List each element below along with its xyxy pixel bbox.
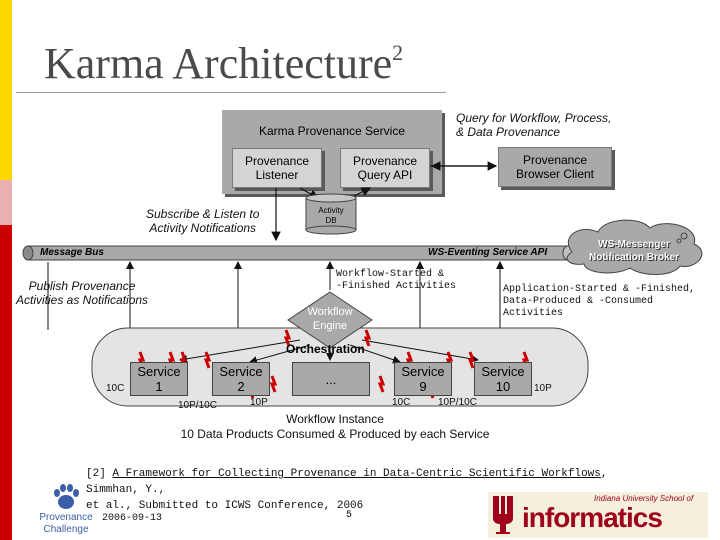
accent-strip-yellow bbox=[0, 0, 12, 180]
s1-left-label: 10C bbox=[106, 383, 125, 394]
s2-below-right-label: 10P bbox=[250, 397, 268, 408]
s2-below-left-label: 10P/10C bbox=[178, 400, 217, 411]
page-number: 5 bbox=[346, 510, 353, 521]
iu-trident-icon bbox=[493, 496, 513, 534]
slide-title: Karma Architecture2 bbox=[44, 39, 404, 88]
slide-date: 2006-09-13 bbox=[102, 513, 163, 524]
s10-right-label: 10P bbox=[534, 383, 552, 394]
indiana-school-text: Indiana University School of bbox=[594, 494, 694, 503]
informatics-logo: Indiana University School of informatics bbox=[488, 492, 708, 538]
karma-service-label: Karma Provenance Service bbox=[258, 124, 406, 138]
workflow-started-caption: Workflow-Started &-Finished Activities bbox=[336, 269, 457, 292]
ws-eventing-label: WS-Eventing Service API bbox=[428, 247, 548, 258]
s9-below-label: 10C bbox=[392, 397, 411, 408]
application-started-caption: Application-Started & -Finished, Data-Pr… bbox=[503, 284, 696, 319]
s9-below-right-label: 10P/10C bbox=[438, 397, 477, 408]
activity-db-cylinder bbox=[305, 193, 357, 235]
service-ellipsis-box: ... bbox=[292, 362, 370, 396]
accent-strip-red bbox=[0, 225, 12, 540]
title-underline bbox=[16, 92, 446, 93]
paw-print-icon bbox=[54, 484, 79, 509]
query-caption: Query for Workflow, Process,& Data Prove… bbox=[456, 111, 612, 139]
accent-strip-pink bbox=[0, 180, 12, 225]
orchestration-label: Orchestration bbox=[286, 342, 365, 356]
message-bus-bar bbox=[22, 245, 574, 261]
informatics-wordmark: informatics bbox=[522, 502, 663, 533]
message-bus-label: Message Bus bbox=[40, 247, 104, 258]
reference-link[interactable]: A Framework for Collecting Provenance in… bbox=[112, 468, 601, 480]
reference-citation: [2] A Framework for Collecting Provenanc… bbox=[86, 468, 608, 512]
